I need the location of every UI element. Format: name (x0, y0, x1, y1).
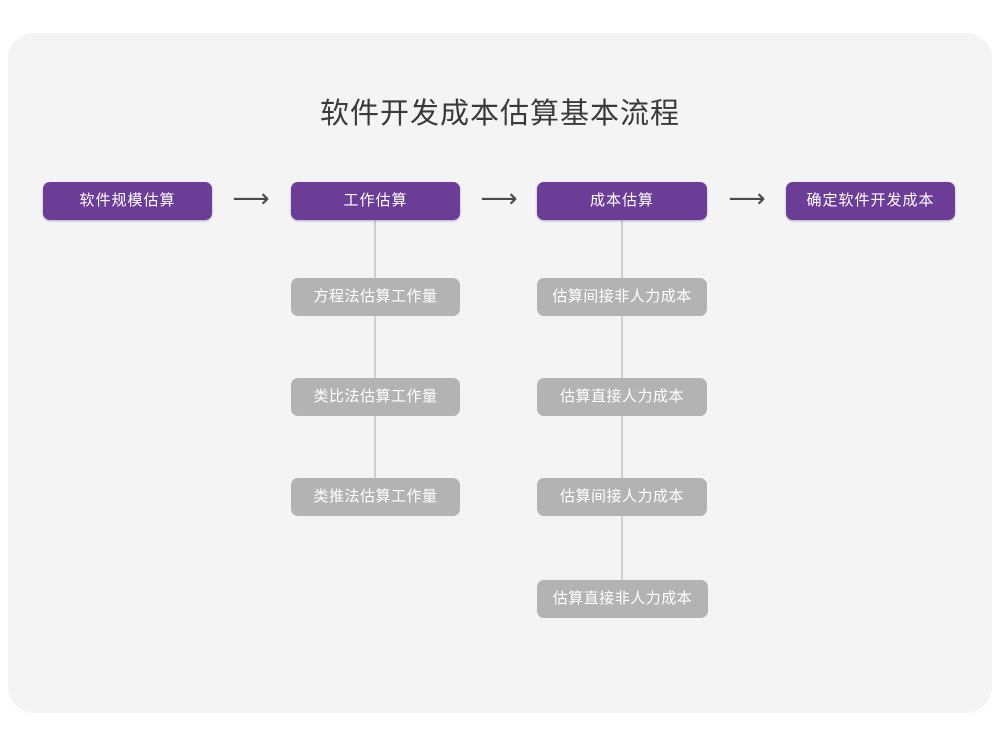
sub-node-indirect-labor-cost[interactable]: 估算间接人力成本 (537, 478, 707, 516)
connector-line-stage-2 (374, 219, 376, 497)
page-title: 软件开发成本估算基本流程 (319, 98, 680, 130)
sub-node-indirect-nonlabor-cost[interactable]: 估算间接非人力成本 (537, 278, 707, 316)
sub-node-inference-method-workload[interactable]: 类推法估算工作量 (291, 478, 460, 516)
stage-node-determine-development-cost[interactable]: 确定软件开发成本 (786, 182, 955, 220)
arrow-right-icon-1: ⟶ (232, 184, 270, 214)
content-panel (8, 33, 992, 713)
stage-node-work-estimation[interactable]: 工作估算 (291, 182, 460, 220)
stage-node-software-size-estimation[interactable]: 软件规模估算 (43, 182, 212, 220)
sub-node-analogy-method-workload[interactable]: 类比法估算工作量 (291, 378, 460, 416)
arrow-right-icon-3: ⟶ (728, 184, 766, 214)
sub-node-direct-nonlabor-cost[interactable]: 估算直接非人力成本 (537, 580, 708, 618)
sub-node-equation-method-workload[interactable]: 方程法估算工作量 (291, 278, 460, 316)
stage-node-cost-estimation[interactable]: 成本估算 (537, 182, 707, 220)
arrow-right-icon-2: ⟶ (480, 184, 518, 214)
sub-node-direct-labor-cost[interactable]: 估算直接人力成本 (537, 378, 707, 416)
